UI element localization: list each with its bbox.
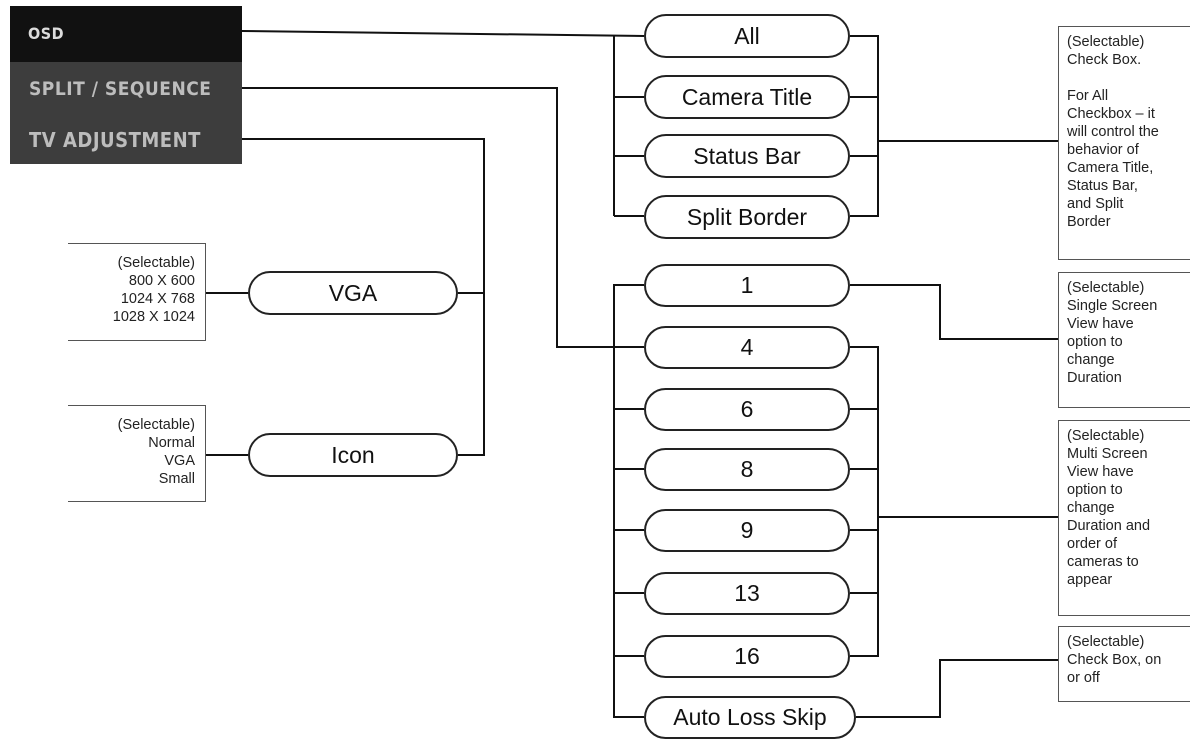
connector-osd-to-all: [241, 30, 645, 37]
note-line: Multi Screen: [1067, 446, 1148, 462]
note-line: View have: [1067, 316, 1134, 332]
menu-item-split-sequence[interactable]: SPLIT / SEQUENCE: [29, 78, 212, 100]
connector-osd-right-bracket: [850, 35, 879, 217]
connector-split-bus: [613, 284, 644, 718]
note-line: [1067, 69, 1182, 87]
note-auto-loss-skip: (Selectable) Check Box, on or off: [1058, 626, 1190, 702]
note-line: change: [1067, 352, 1115, 368]
node-split-4[interactable]: 4: [644, 326, 850, 369]
note-line: will control the: [1067, 124, 1159, 140]
note-line: Duration and: [1067, 518, 1151, 534]
note-icon-options: (Selectable) Normal VGA Small: [68, 405, 206, 502]
note-line: order of: [1067, 536, 1117, 552]
note-vga-options: (Selectable) 800 X 600 1024 X 768 1028 X…: [68, 243, 206, 341]
note-line: (Selectable): [1067, 428, 1145, 444]
note-line: (Selectable): [117, 417, 195, 433]
note-osd-checkbox: (Selectable) Check Box. For All Checkbox…: [1058, 26, 1190, 260]
menu-item-osd[interactable]: OSD: [10, 6, 242, 62]
note-line: 1024 X 768: [120, 291, 195, 307]
note-line: and Split: [1067, 196, 1124, 212]
node-vga[interactable]: VGA: [248, 271, 458, 315]
note-line: option to: [1067, 482, 1123, 498]
note-line: change: [1067, 500, 1115, 516]
note-line: 1028 X 1024: [112, 309, 195, 325]
note-single-screen: (Selectable) Single Screen View have opt…: [1058, 272, 1190, 408]
menu-item-tv-adjustment[interactable]: TV ADJUSTMENT: [29, 128, 201, 152]
note-line: 800 X 600: [128, 273, 195, 289]
node-status-bar[interactable]: Status Bar: [644, 134, 850, 178]
node-split-13[interactable]: 13: [644, 572, 850, 615]
note-line: Check Box, on: [1067, 652, 1162, 668]
note-line: option to: [1067, 334, 1123, 350]
node-auto-loss-skip[interactable]: Auto Loss Skip: [644, 696, 856, 739]
connector-autoloss-to-note: [856, 659, 1058, 718]
note-line: behavior of: [1067, 142, 1139, 158]
note-line: For All: [1067, 88, 1109, 104]
node-camera-title[interactable]: Camera Title: [644, 75, 850, 119]
note-line: (Selectable): [1067, 34, 1145, 50]
note-line: Border: [1067, 214, 1111, 230]
node-split-16[interactable]: 16: [644, 635, 850, 678]
connector-tv-adjustment: [242, 138, 485, 456]
note-line: Small: [158, 471, 195, 487]
note-line: Check Box.: [1067, 52, 1142, 68]
note-line: cameras to: [1067, 554, 1139, 570]
note-line: appear: [1067, 572, 1113, 588]
note-line: Normal: [148, 435, 195, 451]
note-line: View have: [1067, 464, 1134, 480]
note-line: Camera Title,: [1067, 160, 1154, 176]
connector-split-to-4: [242, 87, 644, 348]
note-line: (Selectable): [117, 255, 195, 271]
node-split-border[interactable]: Split Border: [644, 195, 850, 239]
connector-multi-right-bracket: [850, 346, 879, 657]
note-line: Checkbox – it: [1067, 106, 1155, 122]
note-line: Status Bar,: [1067, 178, 1138, 194]
node-split-9[interactable]: 9: [644, 509, 850, 552]
node-split-8[interactable]: 8: [644, 448, 850, 491]
note-line: Single Screen: [1067, 298, 1158, 314]
node-all[interactable]: All: [644, 14, 850, 58]
node-split-1[interactable]: 1: [644, 264, 850, 307]
note-line: Duration: [1067, 370, 1122, 386]
connector-1-to-note: [850, 284, 1058, 340]
osd-menu-panel: OSD SPLIT / SEQUENCE TV ADJUSTMENT: [10, 6, 242, 164]
note-line: VGA: [164, 453, 195, 469]
note-line: or off: [1067, 670, 1100, 686]
node-icon[interactable]: Icon: [248, 433, 458, 477]
note-line: (Selectable): [1067, 280, 1145, 296]
note-line: (Selectable): [1067, 634, 1145, 650]
note-multi-screen: (Selectable) Multi Screen View have opti…: [1058, 420, 1190, 616]
node-split-6[interactable]: 6: [644, 388, 850, 431]
